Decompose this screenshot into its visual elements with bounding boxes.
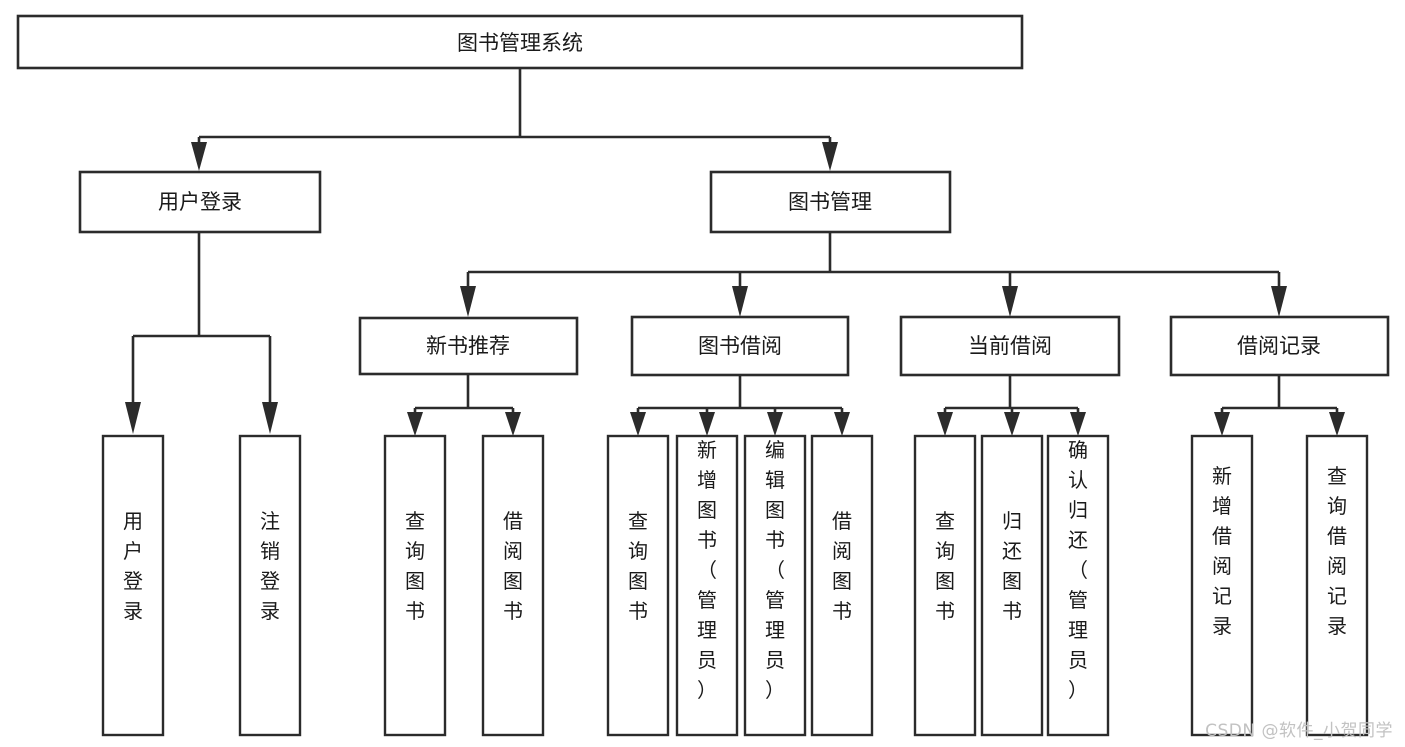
node-leaf-user-login-label: 用户登录 [123, 509, 143, 623]
node-new-book-rec-box[interactable] [358, 316, 579, 376]
node-book-manage[interactable]: 图书管理 [709, 170, 952, 234]
node-leaf-edit-book-label: 编辑图书（管理员） [765, 438, 785, 702]
node-leaf-query-book-2[interactable]: 查询图书 [606, 434, 670, 737]
node-leaf-add-record-label: 新增借阅记录 [1212, 464, 1232, 638]
node-leaf-query-book-3-box[interactable] [913, 434, 977, 737]
arrow-to-book-manage [822, 142, 838, 171]
node-leaf-query-record-box[interactable] [1305, 434, 1369, 737]
node-leaf-query-book-2-box[interactable] [606, 434, 670, 737]
node-leaf-edit-book-box[interactable] [743, 434, 807, 737]
node-new-book-rec[interactable]: 新书推荐 [358, 316, 579, 376]
node-borrow-record-label: 借阅记录 [1237, 334, 1321, 358]
node-leaf-add-record[interactable]: 新增借阅记录 [1190, 434, 1254, 737]
node-leaf-add-book[interactable]: 新增图书（管理员） [675, 434, 739, 737]
node-leaf-confirm-return-box[interactable] [1046, 434, 1110, 737]
arrow-to-leaf-return-book [1004, 412, 1020, 436]
arrow-to-leaf-add-record [1214, 412, 1230, 436]
node-leaf-return-book[interactable]: 归还图书 [980, 434, 1044, 737]
arrow-to-leaf-user-login [125, 402, 141, 434]
arrow-to-leaf-query-book-1 [407, 412, 423, 436]
node-leaf-add-record-box[interactable] [1190, 434, 1254, 737]
arrow-to-leaf-query-book-2 [630, 412, 646, 436]
node-book-manage-box[interactable] [709, 170, 952, 234]
arrow-to-new-book-rec [460, 286, 476, 317]
node-leaf-logout-box[interactable] [238, 434, 302, 737]
node-leaf-query-book-3[interactable]: 查询图书 [913, 434, 977, 737]
node-book-borrow-box[interactable] [630, 315, 850, 377]
node-leaf-query-record[interactable]: 查询借阅记录 [1305, 434, 1369, 737]
node-leaf-borrow-book-1-box[interactable] [481, 434, 545, 737]
arrow-to-borrow-record [1271, 286, 1287, 317]
arrow-to-leaf-borrow-book-1 [505, 412, 521, 436]
arrow-to-leaf-add-book [699, 412, 715, 436]
node-leaf-borrow-book-2[interactable]: 借阅图书 [810, 434, 874, 737]
node-leaf-logout-label: 注销登录 [260, 509, 280, 623]
node-root-box[interactable] [16, 14, 1024, 70]
node-root[interactable]: 图书管理系统 [16, 14, 1024, 70]
node-leaf-edit-book[interactable]: 编辑图书（管理员） [743, 434, 807, 737]
node-user-login-label: 用户登录 [158, 190, 242, 214]
node-leaf-borrow-book-1[interactable]: 借阅图书 [481, 434, 545, 737]
node-leaf-query-book-3-label: 查询图书 [935, 509, 955, 623]
node-leaf-query-book-1-box[interactable] [383, 434, 447, 737]
node-book-manage-label: 图书管理 [788, 190, 872, 214]
node-leaf-confirm-return[interactable]: 确认归还（管理员） [1046, 434, 1110, 737]
node-root-label: 图书管理系统 [457, 31, 583, 55]
node-leaf-query-record-label: 查询借阅记录 [1327, 464, 1347, 638]
arrow-to-leaf-edit-book [767, 412, 783, 436]
node-borrow-record-box[interactable] [1169, 315, 1390, 377]
node-leaf-add-book-box[interactable] [675, 434, 739, 737]
node-user-login[interactable]: 用户登录 [78, 170, 322, 234]
node-current-borrow-box[interactable] [899, 315, 1121, 377]
node-leaf-query-book-2-label: 查询图书 [628, 509, 648, 623]
arrow-to-leaf-confirm-return [1070, 412, 1086, 436]
node-leaf-user-login-box[interactable] [101, 434, 165, 737]
arrow-to-leaf-borrow-book-2 [834, 412, 850, 436]
arrow-to-current-borrow [1002, 286, 1018, 317]
node-book-borrow[interactable]: 图书借阅 [630, 315, 850, 377]
arrow-to-book-borrow [732, 286, 748, 317]
node-leaf-borrow-book-1-label: 借阅图书 [503, 509, 523, 623]
arrow-to-user-login [191, 142, 207, 171]
node-leaf-add-book-label: 新增图书（管理员） [697, 438, 717, 702]
node-leaf-query-book-1-label: 查询图书 [405, 509, 425, 623]
node-borrow-record[interactable]: 借阅记录 [1169, 315, 1390, 377]
arrow-to-leaf-query-record [1329, 412, 1345, 436]
node-leaf-logout[interactable]: 注销登录 [238, 434, 302, 737]
node-leaf-query-book-1[interactable]: 查询图书 [383, 434, 447, 737]
node-current-borrow-label: 当前借阅 [968, 334, 1052, 358]
node-user-login-box[interactable] [78, 170, 322, 234]
node-current-borrow[interactable]: 当前借阅 [899, 315, 1121, 377]
node-leaf-confirm-return-label: 确认归还（管理员） [1068, 438, 1088, 702]
node-leaf-borrow-book-2-label: 借阅图书 [832, 509, 852, 623]
node-leaf-user-login[interactable]: 用户登录 [101, 434, 165, 737]
arrow-to-leaf-query-book-3 [937, 412, 953, 436]
node-leaf-borrow-book-2-box[interactable] [810, 434, 874, 737]
node-book-borrow-label: 图书借阅 [698, 334, 782, 358]
node-leaf-return-book-box[interactable] [980, 434, 1044, 737]
arrow-to-leaf-logout [262, 402, 278, 434]
node-new-book-rec-label: 新书推荐 [426, 334, 510, 358]
connector-layer [125, 68, 1345, 436]
node-leaf-return-book-label: 归还图书 [1002, 509, 1022, 623]
